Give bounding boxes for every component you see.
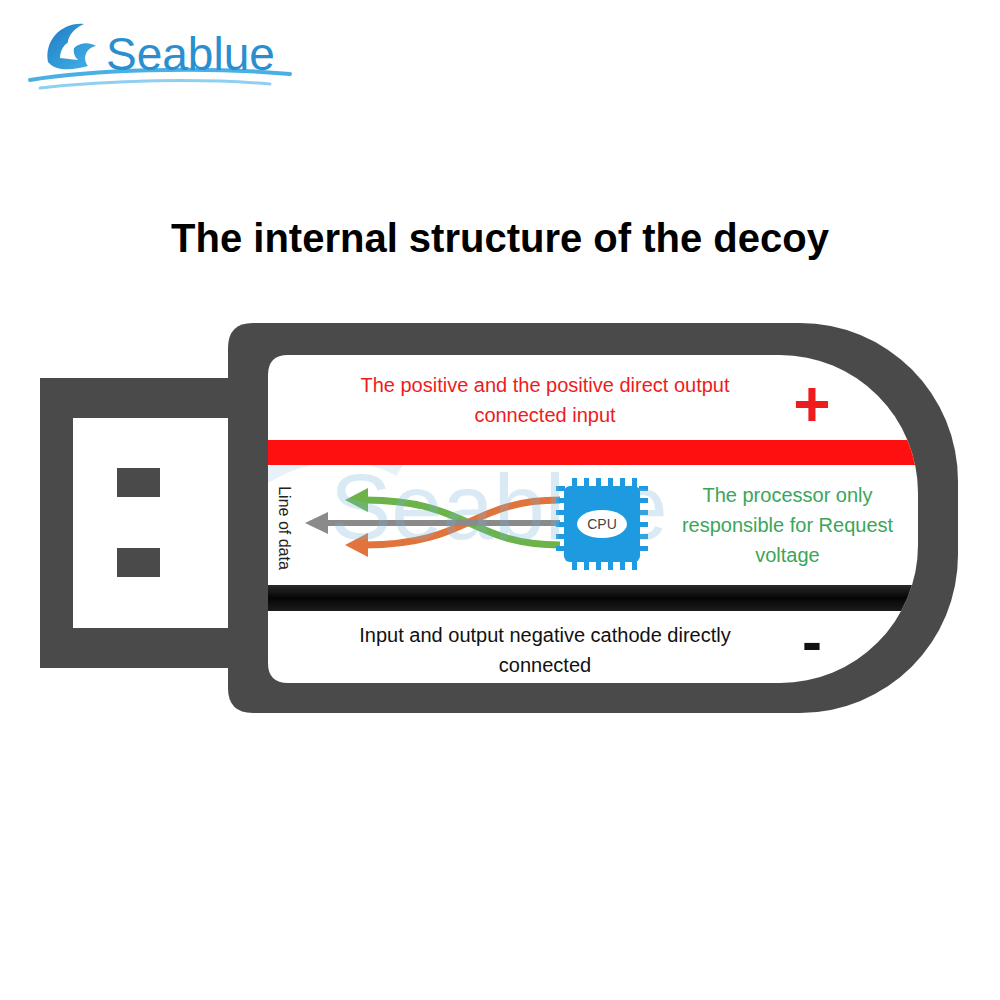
plus-sign: + — [772, 372, 852, 436]
chip-label: CPU — [577, 510, 627, 538]
data-line-label: Line of data — [272, 474, 296, 582]
negative-note: Input and output negative cathode direct… — [345, 620, 745, 680]
positive-note: The positive and the positive direct out… — [335, 370, 755, 430]
cpu-pins — [556, 478, 648, 570]
data-line-arrows — [305, 488, 560, 557]
title: The internal structure of the decoy — [40, 214, 960, 262]
minus-sign: - — [772, 612, 852, 672]
cpu-chip: CPU — [564, 486, 640, 562]
usb-body — [228, 323, 958, 713]
logo-wave — [30, 24, 290, 88]
logo-text: Seablue — [106, 20, 326, 89]
usb-body-inner — [268, 355, 918, 683]
processor-note: The processor only responsible for Reque… — [665, 480, 910, 570]
negative-bar — [268, 585, 918, 611]
usb-plug — [40, 378, 240, 668]
positive-bar — [268, 440, 918, 465]
